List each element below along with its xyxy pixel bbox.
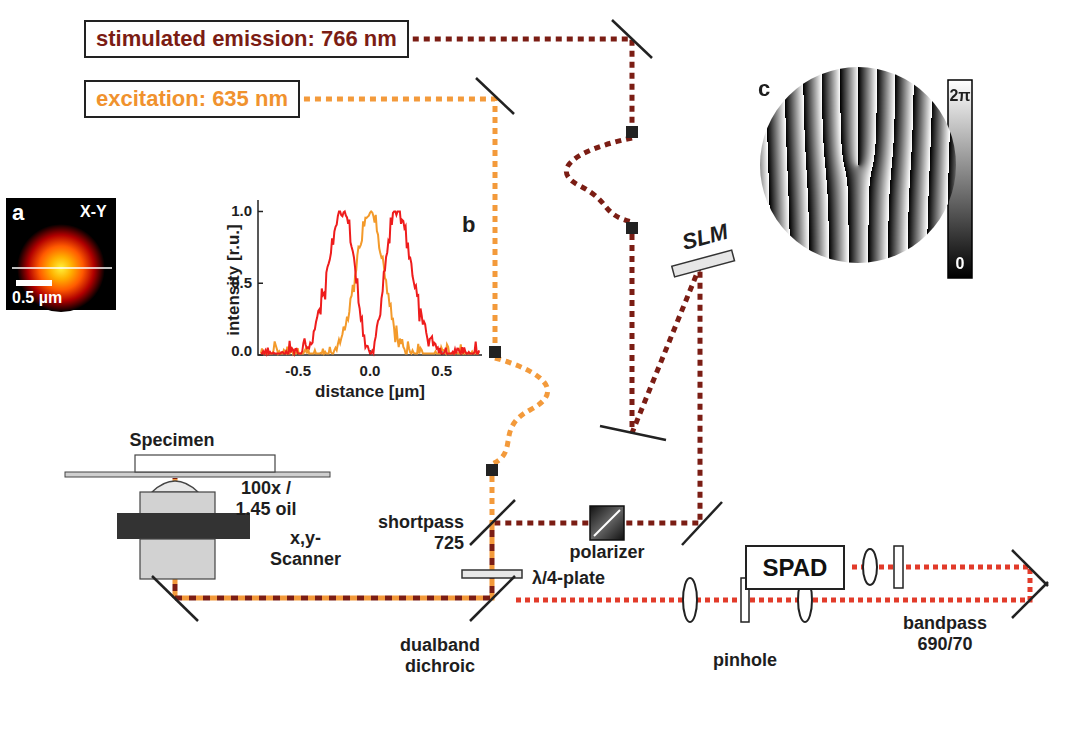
- objective-body: [140, 539, 215, 579]
- sted-fiber: [566, 138, 632, 222]
- part-label: x,y-Scanner: [258, 528, 353, 569]
- part-label: 2π: [949, 87, 970, 105]
- part-label: 0.5 µm: [12, 289, 62, 307]
- excitation-beam: [304, 99, 495, 346]
- part-label: distance [µm]: [315, 382, 425, 402]
- part-label: SLM: [679, 219, 730, 255]
- specimen-slide: [135, 455, 275, 472]
- sted-profile: [261, 211, 479, 353]
- cover-slip: [65, 472, 330, 477]
- part-label: c: [758, 76, 770, 101]
- part-label: intensity [r.u.]: [224, 224, 244, 335]
- part-label: 0.0: [360, 362, 381, 379]
- fork-hologram: [760, 67, 956, 263]
- fiber-coupler: [626, 222, 638, 234]
- profile-line: [12, 267, 112, 269]
- excitation-beam: [490, 476, 495, 523]
- part-label: Specimen: [129, 430, 214, 451]
- excitation-profile: [261, 211, 479, 353]
- part-label: -0.5: [285, 362, 311, 379]
- part-label: shortpass 725: [369, 512, 464, 553]
- box-text: SPAD: [763, 554, 828, 582]
- fiber-coupler: [486, 464, 498, 476]
- part-label: 1.0: [231, 203, 252, 220]
- source-box: stimulated emission: 766 nm: [84, 20, 409, 58]
- polarizer-symbol: [590, 506, 624, 540]
- source-box: SPAD: [745, 545, 845, 590]
- plot-axes: [258, 200, 482, 355]
- part-label: a: [12, 200, 24, 225]
- sted-beam: [492, 234, 700, 523]
- part-label: 0.5: [431, 362, 452, 379]
- polarizer-axis: [594, 510, 620, 536]
- objective-body: [140, 492, 215, 514]
- scanner-bar: [117, 513, 250, 539]
- box-text: excitation: 635 nm: [96, 86, 288, 112]
- slm-symbol: [672, 250, 735, 277]
- optics: [462, 250, 903, 622]
- y-tick: [258, 282, 263, 284]
- part-label: 0: [956, 255, 965, 273]
- objective-lens: [152, 481, 198, 492]
- part-label: 100x / 1.45 oil: [226, 478, 306, 519]
- y-tick: [258, 211, 263, 213]
- part-label: pinhole: [713, 650, 777, 671]
- lens-symbol: [863, 549, 877, 585]
- part-label: 0.0: [231, 342, 252, 359]
- beam-paths: [175, 39, 1030, 600]
- part-label: bandpass 690/70: [898, 613, 993, 654]
- part-label: b: [462, 212, 475, 237]
- lens-symbol: [683, 578, 697, 622]
- profile-plot: [258, 200, 482, 355]
- part-label: X-Y: [80, 203, 107, 221]
- filter-symbol: [894, 546, 903, 588]
- fiber-coupler: [626, 126, 638, 138]
- sted-beam: [413, 39, 632, 126]
- fiber-coupler: [489, 346, 501, 358]
- part-label: dualband dichroic: [390, 635, 490, 676]
- part-label: λ/4-plate: [532, 568, 605, 589]
- box-text: stimulated emission: 766 nm: [96, 26, 397, 52]
- part-label: polarizer: [569, 542, 644, 563]
- source-box: excitation: 635 nm: [84, 80, 300, 118]
- scale-bar: [16, 280, 52, 286]
- excitation-fiber: [492, 358, 548, 464]
